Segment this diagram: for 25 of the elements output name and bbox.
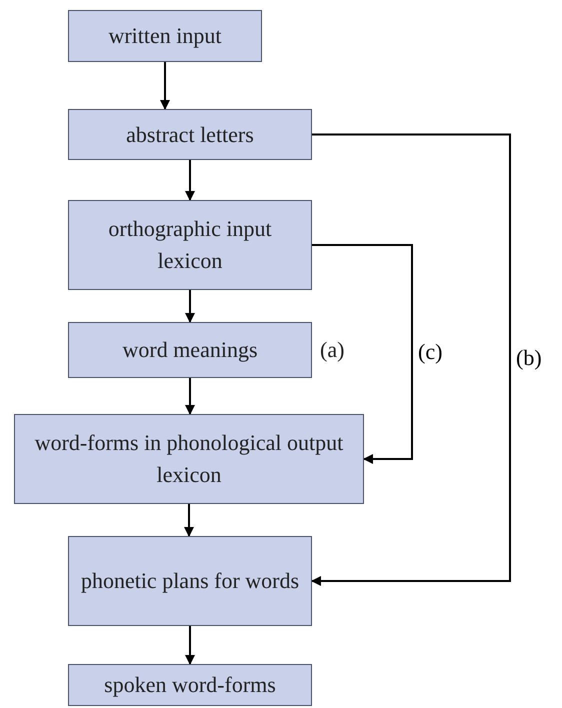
edge-label: (b): [514, 346, 544, 369]
arrow: [185, 626, 195, 665]
arrow: [160, 62, 170, 110]
box-label: phonetic plans for words: [80, 567, 300, 595]
box-label: spoken word-forms: [104, 671, 276, 699]
process-box: [68, 200, 312, 290]
arrow: [185, 378, 195, 415]
process-box: [68, 109, 312, 160]
box-label: abstract letters: [126, 120, 254, 148]
process-box: [68, 664, 312, 706]
box-label: orthographic input lexicon: [107, 215, 273, 275]
box-label: written input: [108, 22, 222, 50]
edge-label: (c): [416, 341, 444, 363]
process-box: [68, 10, 262, 62]
process-box: [14, 414, 364, 504]
arrow: [184, 504, 194, 537]
path-label: (a): [320, 339, 344, 361]
arrow: [312, 244, 413, 464]
box-label: word-forms in phonological output lexicon: [34, 429, 344, 489]
arrow: [185, 160, 195, 201]
arrow: [311, 134, 511, 586]
process-box: [68, 322, 312, 378]
box-label: word meanings: [122, 336, 258, 364]
process-box: [68, 536, 312, 626]
arrow: [185, 290, 195, 323]
